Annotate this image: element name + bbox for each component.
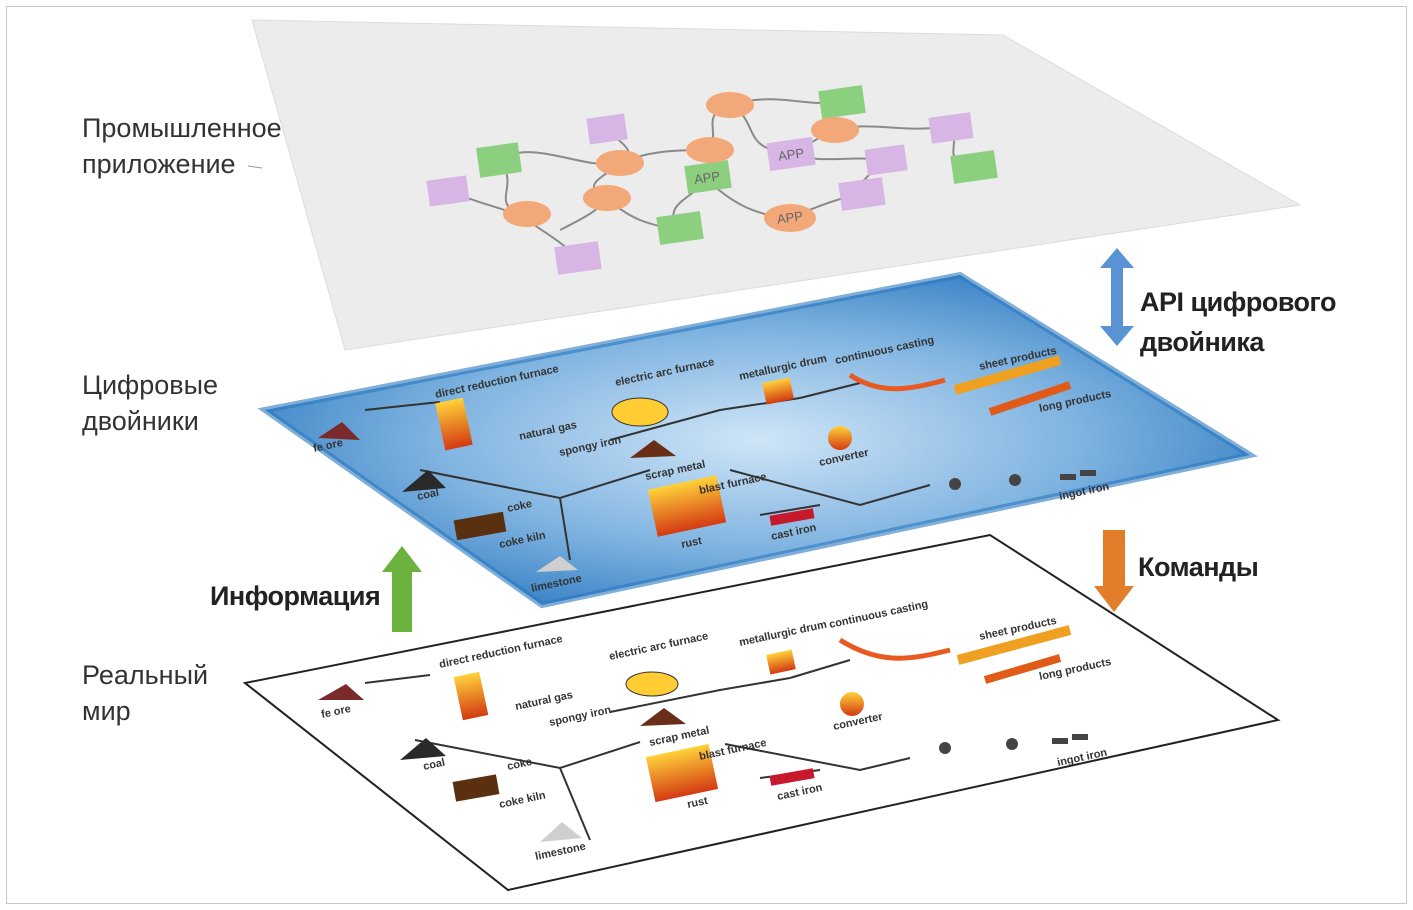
app-nodes	[426, 85, 998, 275]
casting-icon	[838, 637, 951, 661]
scrap-metal-icon	[630, 440, 676, 458]
twin-plane-edge	[257, 271, 1258, 609]
real-coke-label: coke	[506, 756, 533, 773]
info-label: Информация	[210, 581, 381, 611]
ingot-icon	[949, 470, 1096, 490]
real-icons	[318, 625, 1088, 842]
real-layer: fe ore coal coke coke kiln limestone dir…	[242, 533, 1281, 892]
orange-node	[686, 137, 734, 163]
twin-rust-label: rust	[680, 535, 703, 551]
twin-layer: fe ore coal coke coke kiln limestone dir…	[257, 271, 1258, 609]
purple-node	[838, 177, 886, 211]
up-arrow-icon	[382, 546, 422, 632]
twin-coke-label: coke	[506, 498, 533, 515]
real-coal-label: coal	[422, 757, 446, 773]
twin-icons	[318, 355, 1096, 572]
purple-node	[426, 175, 470, 207]
app-label-leader	[247, 165, 263, 169]
blast-furnace-icon	[647, 475, 727, 537]
coal-icon	[400, 738, 446, 760]
blast-furnace-icon	[645, 743, 719, 803]
limestone-icon	[536, 556, 578, 572]
info-arrow	[382, 546, 422, 632]
fe-ore-icon	[318, 684, 364, 700]
drum-icon	[766, 649, 796, 675]
app-node-label: APP	[777, 145, 805, 163]
commands-label: Команды	[1138, 552, 1259, 582]
twin-coal-label: coal	[416, 487, 440, 503]
casting-icon	[848, 372, 946, 392]
cast-iron-icon	[769, 768, 815, 786]
api-arrow	[1100, 248, 1134, 346]
cast-iron-icon	[769, 508, 815, 526]
scrap-metal-icon	[640, 708, 686, 726]
app-plane	[251, 19, 1302, 351]
orange-node	[503, 201, 551, 227]
eaf-icon	[625, 671, 679, 697]
green-node	[684, 160, 732, 194]
app-label-line1: Промышленное	[82, 113, 282, 143]
purple-node	[554, 241, 602, 275]
api-double-arrow-icon	[1100, 248, 1134, 346]
commands-arrow	[1094, 530, 1134, 612]
orange-node	[706, 92, 754, 118]
real-plane	[242, 533, 1281, 892]
drf-icon	[435, 397, 473, 451]
limestone-icon	[540, 822, 582, 842]
orange-node	[596, 150, 644, 176]
coke-kiln-icon	[453, 511, 507, 541]
drum-icon	[762, 377, 794, 405]
converter-icon	[840, 692, 864, 716]
green-node	[950, 150, 998, 184]
long-icon	[983, 654, 1062, 684]
app-node-label: APP	[776, 208, 804, 226]
long-icon	[988, 381, 1072, 416]
purple-node	[766, 136, 816, 172]
purple-node	[928, 112, 974, 144]
twin-plane	[265, 275, 1250, 605]
orange-node	[811, 117, 859, 143]
purple-node	[864, 144, 908, 176]
real-layer-label: Реальный мир	[82, 657, 208, 729]
real-label-line1: Реальный	[82, 660, 209, 690]
app-label-line2: приложение	[82, 149, 236, 179]
twin-label-line2: двойники	[82, 406, 199, 436]
ingot-icon	[939, 734, 1088, 754]
fe-ore-icon	[318, 422, 360, 440]
real-rust-label: rust	[686, 795, 709, 811]
sheet-icon	[956, 625, 1072, 665]
real-label-line2: мир	[82, 696, 131, 726]
converter-icon	[828, 426, 852, 450]
coal-icon	[402, 470, 446, 492]
twin-label-line1: Цифровые	[82, 370, 219, 400]
api-label-line2: двойника	[1140, 327, 1264, 357]
twin-layer-label: Цифровые двойники	[82, 367, 218, 439]
down-arrow-icon	[1094, 530, 1134, 612]
app-layer: APP APP APP	[251, 19, 1302, 351]
green-node	[818, 85, 866, 119]
figure-frame	[6, 6, 1407, 904]
api-label-line1: API цифрового	[1140, 287, 1336, 317]
green-node	[476, 142, 522, 178]
orange-node	[583, 185, 631, 211]
sheet-icon	[953, 355, 1062, 395]
coke-kiln-icon	[452, 774, 500, 802]
green-node	[656, 211, 704, 245]
app-node-label: APP	[693, 168, 721, 186]
app-layer-label: Промышленное приложение	[82, 110, 282, 182]
api-label: API цифрового двойника	[1140, 282, 1336, 362]
eaf-icon	[611, 397, 669, 427]
drf-icon	[453, 671, 489, 721]
orange-node	[764, 204, 816, 232]
purple-node	[586, 113, 628, 145]
